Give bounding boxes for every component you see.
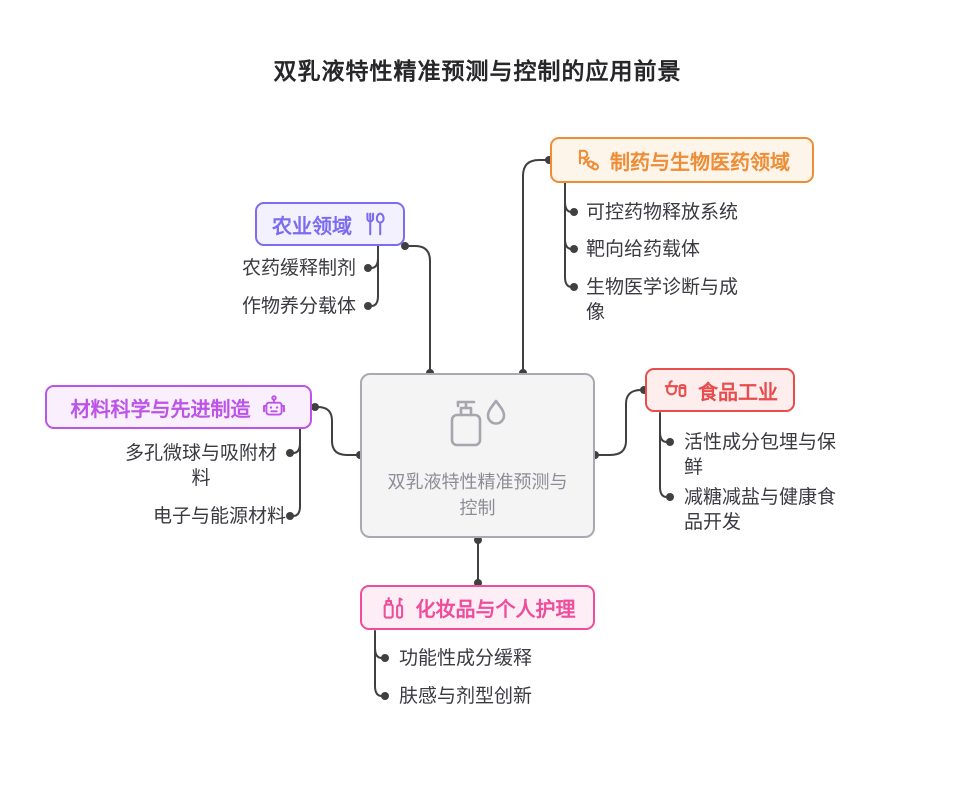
edge-materials-trunk [292,428,301,517]
edge-pharma-trunk [564,182,573,288]
dot [570,283,578,291]
edge-cosmetics-trunk [374,630,383,697]
branch-node-agriculture[interactable]: 农业领域 [255,202,405,246]
edge-food-child1 [659,431,668,443]
child-item-pharma-2[interactable]: 靶向给药载体 [586,239,701,260]
page-title: 双乳液特性精准预测与控制的应用前景 [273,58,682,84]
dot [364,302,372,310]
child-item-food-2[interactable]: 减糖减盐与健康食品开发 [684,487,837,533]
child-item-cosmetics-2[interactable]: 肤感与剂型创新 [399,686,533,707]
dot [364,264,372,272]
dot [570,208,578,216]
branch-node-cosmetics[interactable]: 化妆品与个人护理 [360,585,595,630]
branch-label-cosmetics: 化妆品与个人护理 [415,599,576,621]
branch-label-materials: 材料科学与先进制造 [70,398,251,421]
dot [381,692,389,700]
branch-label-pharma: 制药与生物医药领域 [610,151,790,174]
dot [570,245,578,253]
child-item-pharma-3[interactable]: 生物医学诊断与成像 [586,277,739,323]
child-item-pharma-1[interactable]: 可控药物释放系统 [586,202,739,223]
edge-center-pharma [522,159,549,374]
edge-center-materials [315,406,361,456]
edge-center-agriculture [405,245,431,374]
food-containers-icon [664,380,687,397]
robot-icon [262,395,285,416]
cosmetics-tube-icon [383,596,403,619]
edge-materials-child1 [292,442,301,454]
edge-agriculture-trunk [370,245,379,307]
child-item-agriculture-1[interactable]: 农药缓释制剂 [241,258,356,279]
child-item-materials-2[interactable]: 电子与能源材料 [152,506,286,527]
child-item-agriculture-2[interactable]: 作物养分载体 [241,296,356,317]
branch-label-agriculture: 农业领域 [272,215,352,238]
lotion-pump-droplet-icon [450,399,505,446]
dot [666,493,674,501]
dot [286,512,294,520]
edge-pharma-child1 [564,201,573,213]
center-node[interactable]: 双乳液特性精准预测与控制 [360,373,595,538]
center-node-label: 双乳液特性精准预测与控制 [387,471,568,518]
branch-node-materials[interactable]: 材料科学与先进制造 [45,385,312,429]
edge-cosmetics-child1 [374,647,383,659]
child-item-materials-1[interactable]: 多孔微球与吸附材料 [124,443,277,489]
edge-pharma-child2 [564,238,573,250]
dot [666,438,674,446]
edge-agriculture-child1 [370,257,379,269]
branch-node-pharma[interactable]: 制药与生物医药领域 [550,137,814,183]
dot [381,654,389,662]
branch-label-food: 食品工业 [698,381,778,404]
dot [311,403,319,411]
rx-pill-icon [578,149,600,171]
utensils-icon [366,212,385,236]
edge-food-trunk [659,412,668,498]
branch-node-food[interactable]: 食品工业 [645,368,795,412]
dot [286,449,294,457]
child-item-cosmetics-1[interactable]: 功能性成分缓释 [399,648,533,669]
child-item-food-1[interactable]: 活性成分包埋与保鲜 [684,432,837,478]
edge-center-food [594,389,644,456]
